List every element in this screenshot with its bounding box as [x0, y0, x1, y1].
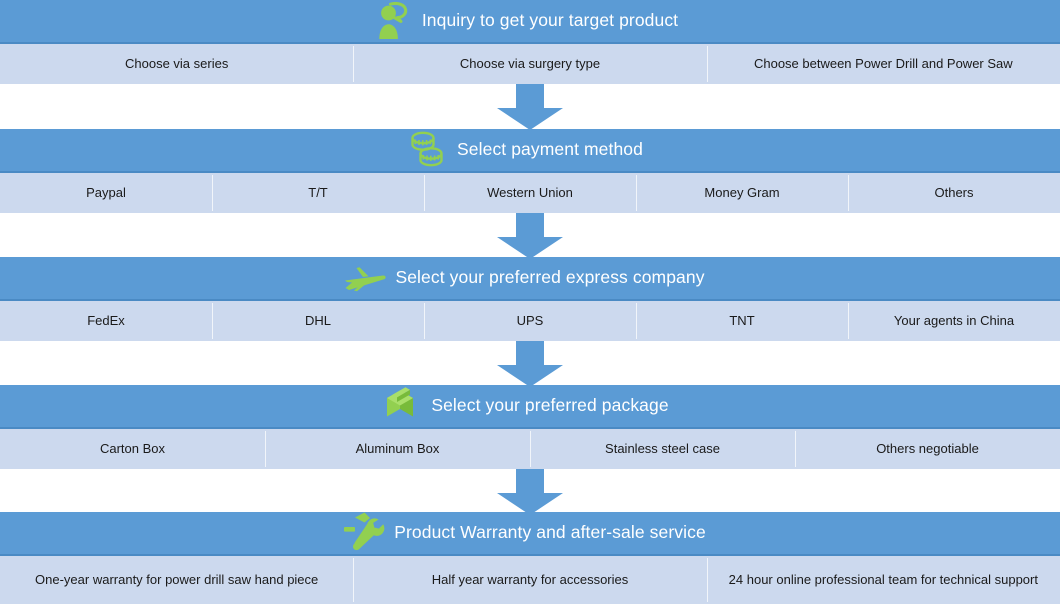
coins-icon [407, 128, 447, 172]
option-choose-drill-or-saw[interactable]: Choose between Power Drill and Power Saw [706, 44, 1060, 84]
option-row-express: FedEx DHL UPS TNT Your agents in China [0, 301, 1060, 341]
option-others[interactable]: Others [848, 173, 1060, 213]
hammer-wrench-icon [344, 511, 385, 555]
option-money-gram[interactable]: Money Gram [636, 173, 848, 213]
option-row-warranty: One-year warranty for power drill saw ha… [0, 556, 1060, 604]
person-inquiry-icon [372, 0, 412, 43]
arrow-down-3 [497, 341, 563, 387]
option-one-year-warranty[interactable]: One-year warranty for power drill saw ha… [35, 571, 319, 587]
option-choose-via-surgery-type[interactable]: Choose via surgery type [353, 44, 706, 84]
stage-package: Select your preferred package Carton Box… [0, 385, 1060, 469]
option-row-payment: Paypal T/T Western Union Money Gram Othe… [0, 173, 1060, 213]
stage-title-warranty: Product Warranty and after-sale service [394, 522, 706, 543]
stage-inquiry: Inquiry to get your target product Choos… [0, 0, 1060, 84]
option-ups[interactable]: UPS [424, 301, 636, 341]
option-paypal[interactable]: Paypal [86, 184, 126, 200]
option-tnt[interactable]: TNT [636, 301, 848, 341]
stage-title-inquiry: Inquiry to get your target product [421, 10, 679, 31]
stage-title-payment: Select payment method [457, 139, 643, 160]
stage-header-inquiry: Inquiry to get your target product [0, 0, 1060, 44]
arrow-down-2 [497, 213, 563, 259]
airplane-icon [345, 256, 387, 300]
stage-title-express: Select your preferred express company [395, 267, 705, 288]
stage-header-warranty: Product Warranty and after-sale service [0, 512, 1060, 556]
stage-header-express: Select your preferred express company [0, 257, 1060, 301]
option-choose-via-series[interactable]: Choose via series [125, 55, 229, 71]
arrow-down-4 [497, 469, 563, 515]
package-box-icon [381, 384, 421, 428]
option-tt[interactable]: T/T [212, 173, 424, 213]
stage-header-package: Select your preferred package [0, 385, 1060, 429]
stage-warranty: Product Warranty and after-sale service … [0, 512, 1060, 604]
option-half-year-warranty[interactable]: Half year warranty for accessories [353, 556, 706, 604]
option-western-union[interactable]: Western Union [424, 173, 636, 213]
option-24-hour-support[interactable]: 24 hour online professional team for tec… [706, 556, 1060, 604]
option-fedex[interactable]: FedEx [87, 312, 125, 328]
option-your-agents-in-china[interactable]: Your agents in China [848, 301, 1060, 341]
stage-title-package: Select your preferred package [431, 395, 669, 416]
arrow-down-1 [497, 84, 563, 130]
stage-payment: Select payment method Paypal T/T Western… [0, 129, 1060, 213]
stage-express: Select your preferred express company Fe… [0, 257, 1060, 341]
option-aluminum-box[interactable]: Aluminum Box [265, 429, 530, 469]
option-row-package: Carton Box Aluminum Box Stainless steel … [0, 429, 1060, 469]
option-others-negotiable[interactable]: Others negotiable [795, 429, 1060, 469]
stage-header-payment: Select payment method [0, 129, 1060, 173]
option-row-inquiry: Choose via series Choose via surgery typ… [0, 44, 1060, 84]
option-carton-box[interactable]: Carton Box [99, 440, 166, 456]
option-stainless-steel-case[interactable]: Stainless steel case [530, 429, 795, 469]
option-dhl[interactable]: DHL [212, 301, 424, 341]
